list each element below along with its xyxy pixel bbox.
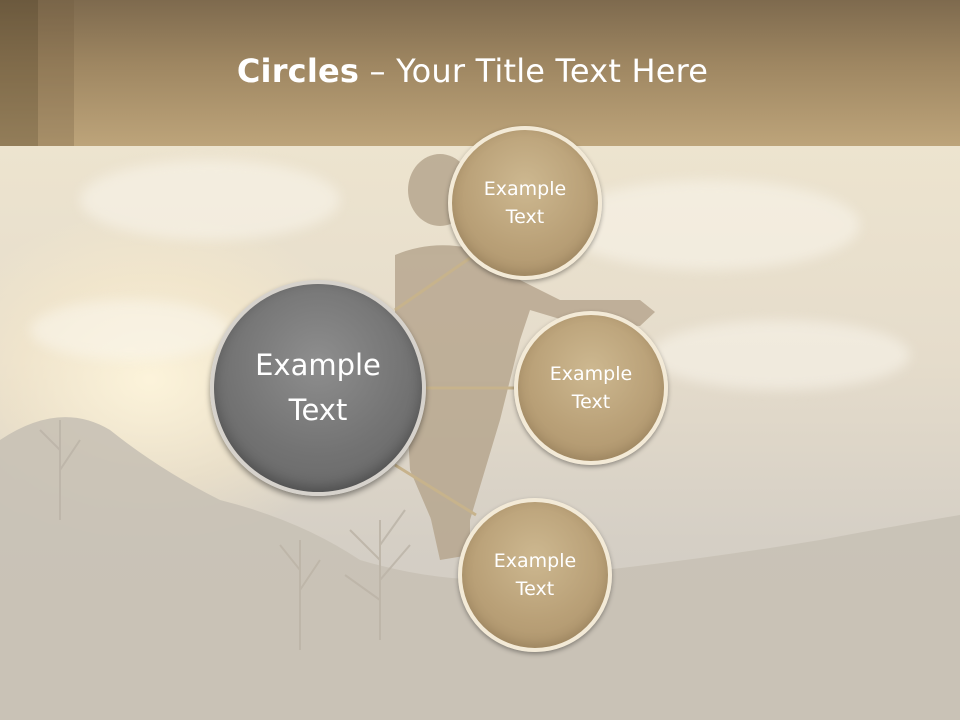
connector-line xyxy=(394,463,477,517)
satellite-circle-middle[interactable]: Example Text xyxy=(514,311,668,465)
satellite-circle-text: Example Text xyxy=(493,549,577,601)
slide-title[interactable]: Circles – Your Title Text Here xyxy=(0,52,945,90)
title-bold: Circles xyxy=(236,52,360,90)
satellite-circle-top[interactable]: Example Text xyxy=(448,126,602,280)
center-circle[interactable]: Example Text xyxy=(210,280,426,496)
satellite-circle-bottom[interactable]: Example Text xyxy=(458,498,612,652)
cloud xyxy=(560,180,860,270)
cloud xyxy=(30,300,230,360)
banner-accent-strip xyxy=(0,0,38,146)
grass-hill-silhouette xyxy=(0,417,960,720)
satellite-circle-text: Example Text xyxy=(483,177,567,229)
center-circle-text: Example Text xyxy=(255,348,381,427)
cloud xyxy=(80,160,340,240)
title-rest: – Your Title Text Here xyxy=(359,52,709,90)
connector-line xyxy=(394,256,471,312)
satellite-circle-text: Example Text xyxy=(549,362,633,414)
banner-accent-strip xyxy=(38,0,74,146)
title-banner: Circles – Your Title Text Here xyxy=(0,0,960,146)
cloud xyxy=(650,320,910,390)
grass-stalks xyxy=(39,420,411,650)
